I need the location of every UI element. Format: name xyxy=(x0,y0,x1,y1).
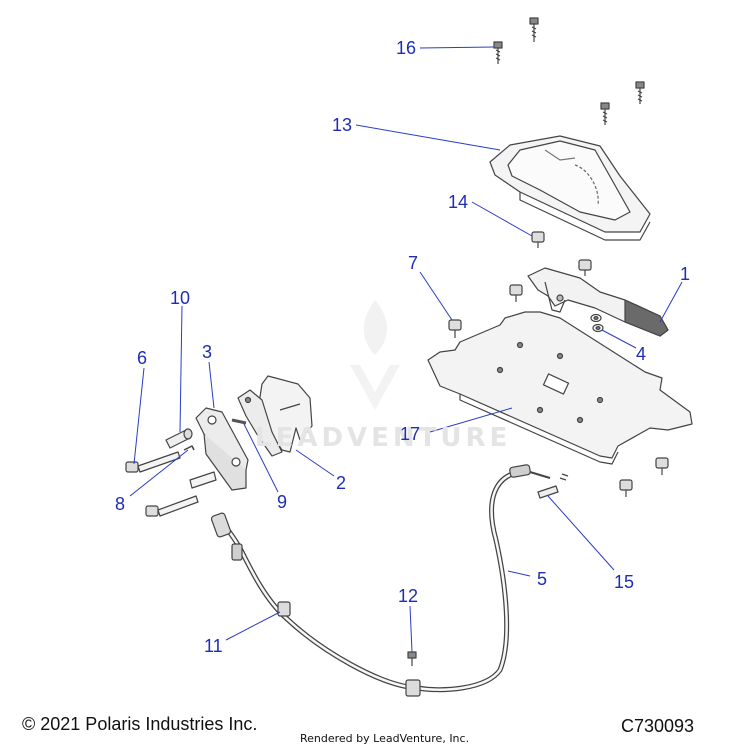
copyright-text: © 2021 Polaris Industries Inc. xyxy=(22,714,258,734)
leader-8 xyxy=(129,449,189,497)
clip-8 xyxy=(183,445,195,451)
callout-3: 3 xyxy=(202,342,213,362)
mounting-plate-17 xyxy=(427,311,693,465)
bolt-7 xyxy=(448,319,462,338)
callout-16: 16 xyxy=(396,38,417,58)
bolt-6 xyxy=(125,451,181,473)
leader-9 xyxy=(243,423,279,493)
cable-clamp-11 xyxy=(277,601,291,617)
pivot-block-3 xyxy=(195,407,249,491)
brake-cable-5 xyxy=(220,469,521,693)
callout-17: 17 xyxy=(400,424,421,444)
nut-14 xyxy=(531,231,545,248)
leader-16 xyxy=(419,46,495,49)
callout-5: 5 xyxy=(537,569,548,589)
callout-11: 11 xyxy=(204,636,223,656)
callout-10: 10 xyxy=(170,288,191,308)
screw-16 xyxy=(493,41,503,64)
callout-9: 9 xyxy=(277,492,288,512)
watermark-text: LEADVENTURE xyxy=(255,423,512,453)
bolt-plate-b xyxy=(655,457,669,475)
callout-7: 7 xyxy=(408,253,419,273)
bracket-2 xyxy=(237,375,313,457)
callout-12: 12 xyxy=(398,586,419,606)
diagram-code: C730093 xyxy=(621,716,695,736)
leader-13 xyxy=(355,124,501,151)
leader-7 xyxy=(419,271,453,321)
leader-1 xyxy=(659,281,683,323)
brake-lever-1 xyxy=(527,267,669,337)
screw-top-2 xyxy=(635,81,645,104)
leader-12 xyxy=(409,605,413,653)
callout-8: 8 xyxy=(115,494,126,514)
pin-9 xyxy=(231,418,247,425)
callout-15: 15 xyxy=(614,572,635,592)
leader-4 xyxy=(601,329,637,349)
bolt-plate-c xyxy=(619,479,633,497)
callout-14: 14 xyxy=(448,192,469,212)
callout-2: 2 xyxy=(336,473,347,493)
watermark-logo xyxy=(350,300,400,410)
leader-5 xyxy=(507,570,531,577)
callout-1: 1 xyxy=(680,264,691,284)
leader-10 xyxy=(179,305,183,433)
leader-15 xyxy=(547,495,615,571)
leader-3 xyxy=(208,361,215,409)
leader-6 xyxy=(133,367,145,465)
leader-14 xyxy=(471,201,533,237)
callout-4: 4 xyxy=(636,344,647,364)
bolt-10 xyxy=(165,428,193,449)
parts xyxy=(125,17,693,697)
leader-11 xyxy=(225,611,281,641)
bolt-plate-a xyxy=(509,284,523,302)
callout-6: 6 xyxy=(137,348,148,368)
cable-end-upper xyxy=(509,464,551,479)
leader-17 xyxy=(429,407,513,433)
clevis-pin-15 xyxy=(537,473,569,499)
rendered-by-text: Rendered by LeadVenture, Inc. xyxy=(300,732,470,745)
screw-top-3 xyxy=(600,102,610,125)
bolt-lever xyxy=(578,259,592,276)
cable-end-lower xyxy=(210,512,243,561)
cable-clamp-lower xyxy=(405,679,421,697)
bolt-lower xyxy=(145,471,217,517)
washer-4 xyxy=(590,313,604,333)
leader-lines xyxy=(129,46,683,653)
screw-top-1 xyxy=(529,17,539,42)
shifter-cover-13 xyxy=(489,135,651,241)
callout-13: 13 xyxy=(332,115,353,135)
screw-12 xyxy=(407,651,417,666)
leader-2 xyxy=(295,449,335,477)
